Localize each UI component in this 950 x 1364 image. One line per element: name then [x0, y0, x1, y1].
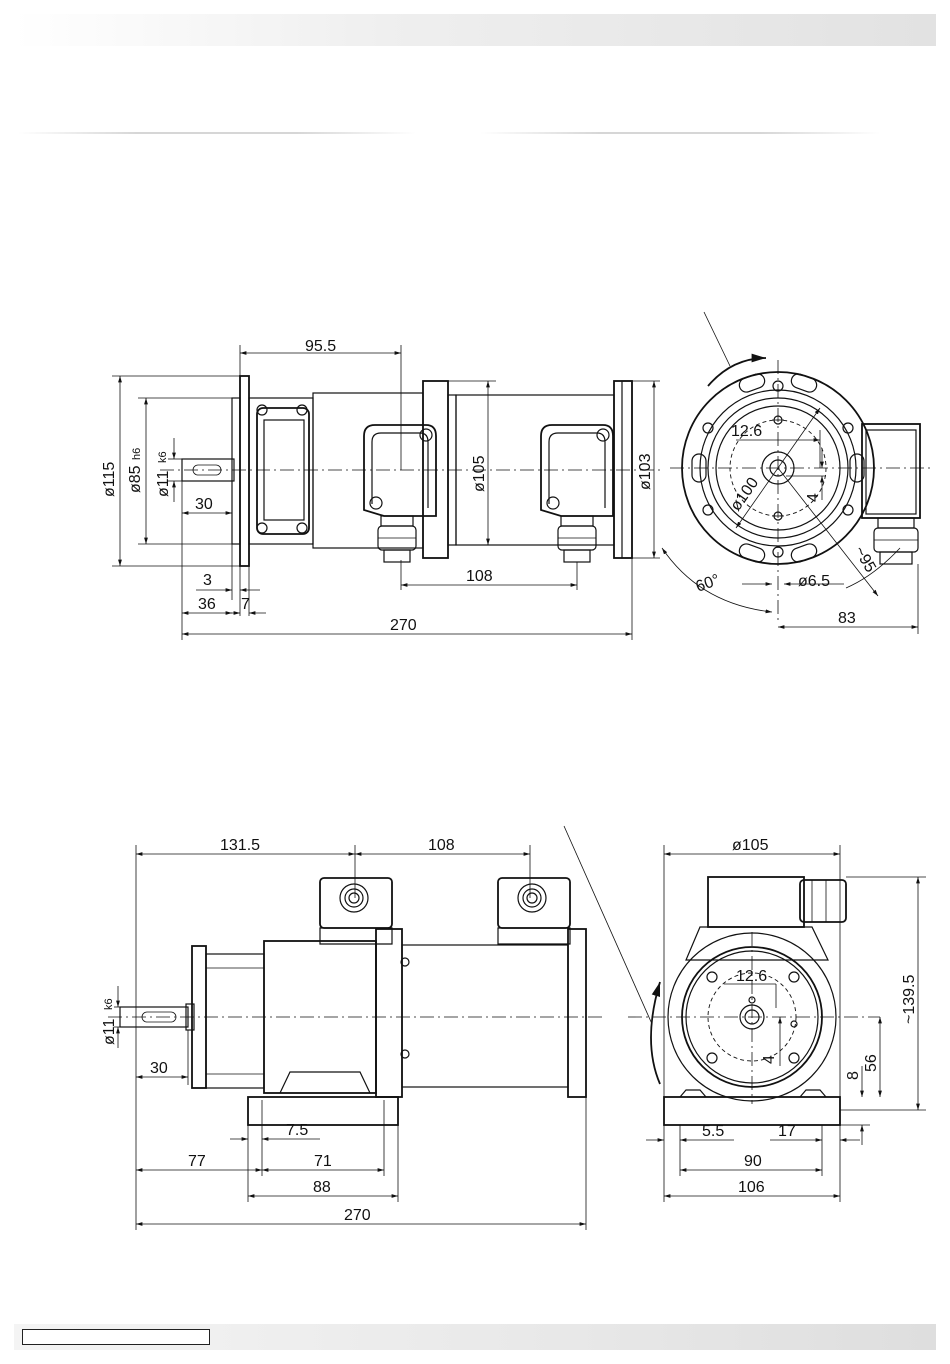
dim-12-6-bottom: 12.6 — [736, 968, 767, 985]
dim-77: 77 — [188, 1153, 206, 1170]
dim-dia-11: ø11 — [155, 471, 172, 497]
dim-106: 106 — [738, 1179, 765, 1196]
shaft — [120, 1007, 188, 1027]
dim-270: 270 — [390, 617, 417, 634]
dim-3: 3 — [203, 572, 212, 589]
top-end-dimensions: 12.6 ø100 4 ~95 60° ø6.5 83 — [662, 408, 918, 634]
footer-bar — [14, 1324, 936, 1350]
dim-56: 56 — [863, 1054, 880, 1072]
dim-4-top: 4 — [805, 493, 822, 502]
dim-dia-103: ø103 — [637, 453, 654, 490]
foot-motor-end-view — [564, 826, 880, 1125]
dim-dia-105-bottom: ø105 — [732, 837, 769, 854]
top-side-dimensions: 95.5 ø115 ø85 h6 ø11 k6 30 3 36 7 270 — [101, 338, 660, 640]
dim-90: 90 — [744, 1153, 762, 1170]
dim-83: 83 — [838, 610, 856, 627]
mounting-flange — [240, 376, 249, 566]
dim-dia-85-tol: h6 — [131, 448, 143, 460]
dim-dia-100: ø100 — [727, 475, 762, 515]
foot-motor-side-view — [108, 878, 604, 1125]
dim-7: 7 — [241, 596, 250, 613]
dim-dia-85: ø85 — [127, 465, 144, 493]
dim-4-bottom: 4 — [761, 1055, 778, 1064]
bottom-side-dimensions: 131.5 108 ø11 k6 30 7.5 77 71 88 270 — [101, 837, 586, 1230]
dim-dia-11-bottom-tol: k6 — [103, 998, 115, 1010]
dim-88: 88 — [313, 1179, 331, 1196]
dim-30: 30 — [195, 496, 213, 513]
dim-108: 108 — [466, 568, 493, 585]
dim-17: 17 — [778, 1123, 796, 1140]
dim-108-bottom: 108 — [428, 837, 455, 854]
dim-270-bottom: 270 — [344, 1207, 371, 1224]
dim-dia-11-bottom: ø11 — [101, 1019, 118, 1045]
dim-approx-139-5: ~139.5 — [901, 975, 918, 1024]
flange-motor-side-view — [160, 376, 660, 566]
dim-12-6-top: 12.6 — [731, 423, 762, 440]
terminal-box — [862, 424, 920, 518]
dim-dia-115: ø115 — [101, 462, 118, 497]
dim-95-5: 95.5 — [305, 338, 336, 355]
dim-dia-11-tol: k6 — [157, 451, 169, 463]
dim-30-bottom: 30 — [150, 1060, 168, 1077]
dim-131-5: 131.5 — [220, 837, 260, 854]
dim-60-deg: 60° — [694, 572, 723, 596]
dim-dia-105: ø105 — [471, 455, 488, 492]
footer-label-box — [22, 1329, 210, 1345]
dim-7-5: 7.5 — [286, 1122, 308, 1139]
bottom-end-dimensions: ø105 12.6 4 ~139.5 56 8 5.5 17 90 106 — [646, 837, 926, 1202]
dim-8: 8 — [845, 1071, 862, 1080]
dim-36: 36 — [198, 596, 216, 613]
dim-71: 71 — [314, 1153, 332, 1170]
dim-5-5: 5.5 — [702, 1123, 724, 1140]
dim-dia-6-5: ø6.5 — [798, 573, 830, 590]
